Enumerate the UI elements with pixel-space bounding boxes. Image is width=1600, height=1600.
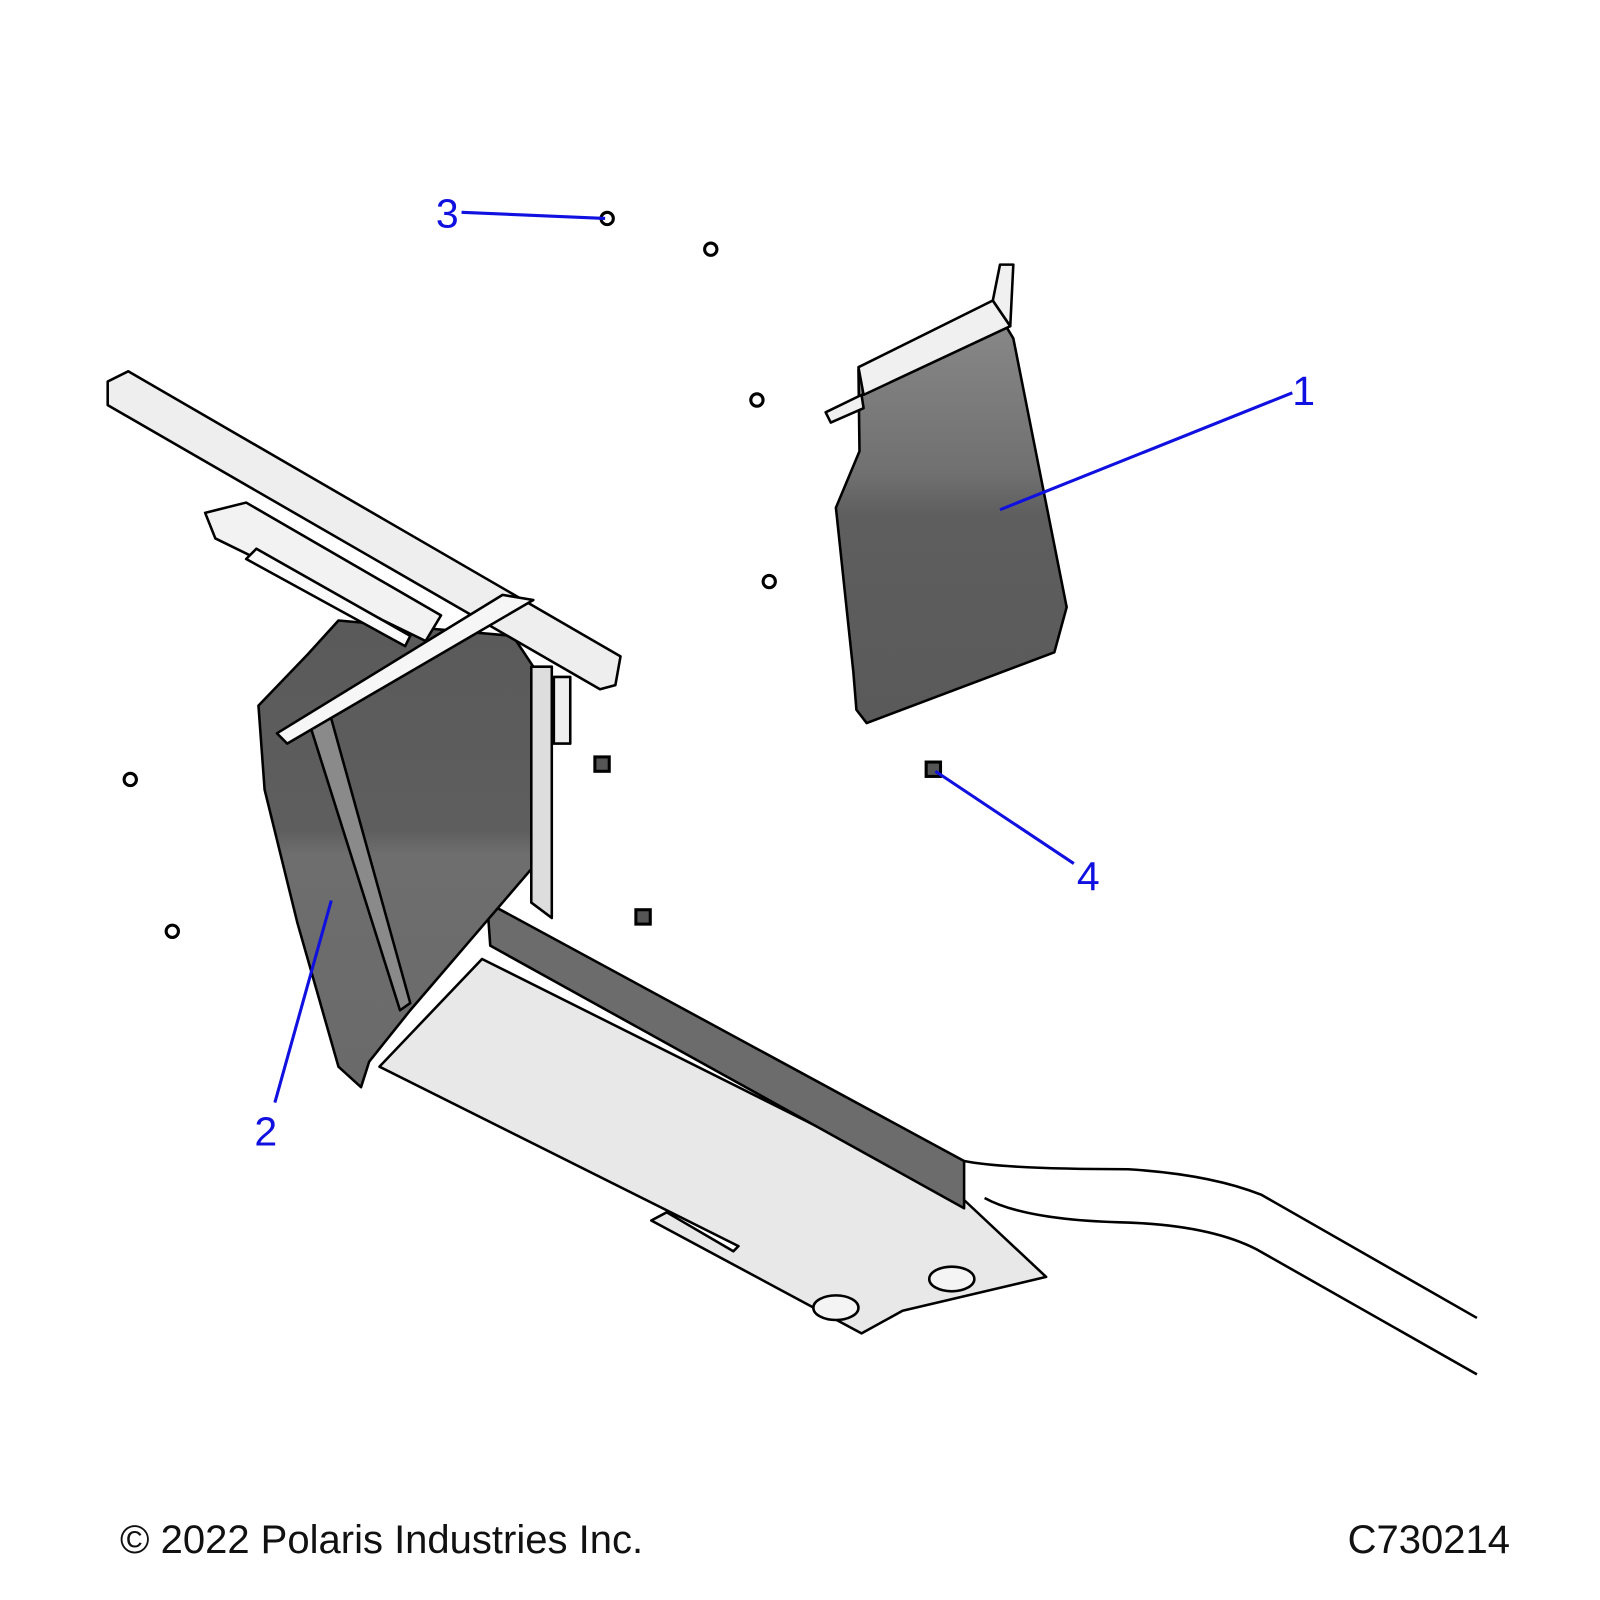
callout-label-3: 3 bbox=[436, 191, 459, 237]
floor-hole bbox=[927, 1265, 976, 1293]
callout-label-2: 2 bbox=[254, 1109, 277, 1155]
floor-hole bbox=[812, 1294, 860, 1322]
rivet-icon bbox=[749, 392, 765, 408]
clip-nut-icon bbox=[634, 908, 652, 926]
callout-label-4: 4 bbox=[1077, 853, 1100, 899]
rivet-icon bbox=[122, 771, 138, 788]
clip-nut-icon bbox=[593, 755, 611, 773]
rear-rail-lower bbox=[983, 1196, 1478, 1376]
callout-line-1 bbox=[999, 391, 1293, 512]
bracket-tab-left bbox=[824, 393, 865, 424]
rivet-icon bbox=[164, 923, 180, 939]
callout-line-2 bbox=[273, 900, 333, 1103]
figure-id: C730214 bbox=[1347, 1518, 1510, 1562]
seat-tube bbox=[203, 501, 443, 643]
seat-bracket bbox=[244, 547, 412, 648]
side-rail bbox=[485, 901, 966, 1210]
vertical-post bbox=[530, 665, 554, 920]
rivet-icon bbox=[761, 573, 777, 590]
cross-bar bbox=[275, 593, 535, 745]
bracket-tab bbox=[991, 263, 1015, 328]
rear-rail-upper bbox=[963, 1159, 1478, 1320]
callout-line-3 bbox=[461, 210, 606, 220]
rivet-icon bbox=[703, 241, 719, 257]
copyright-text: © 2022 Polaris Industries Inc. bbox=[120, 1518, 644, 1562]
callout-label-1: 1 bbox=[1292, 368, 1315, 414]
post-bracket bbox=[552, 675, 572, 745]
callout-line-4 bbox=[934, 770, 1075, 865]
